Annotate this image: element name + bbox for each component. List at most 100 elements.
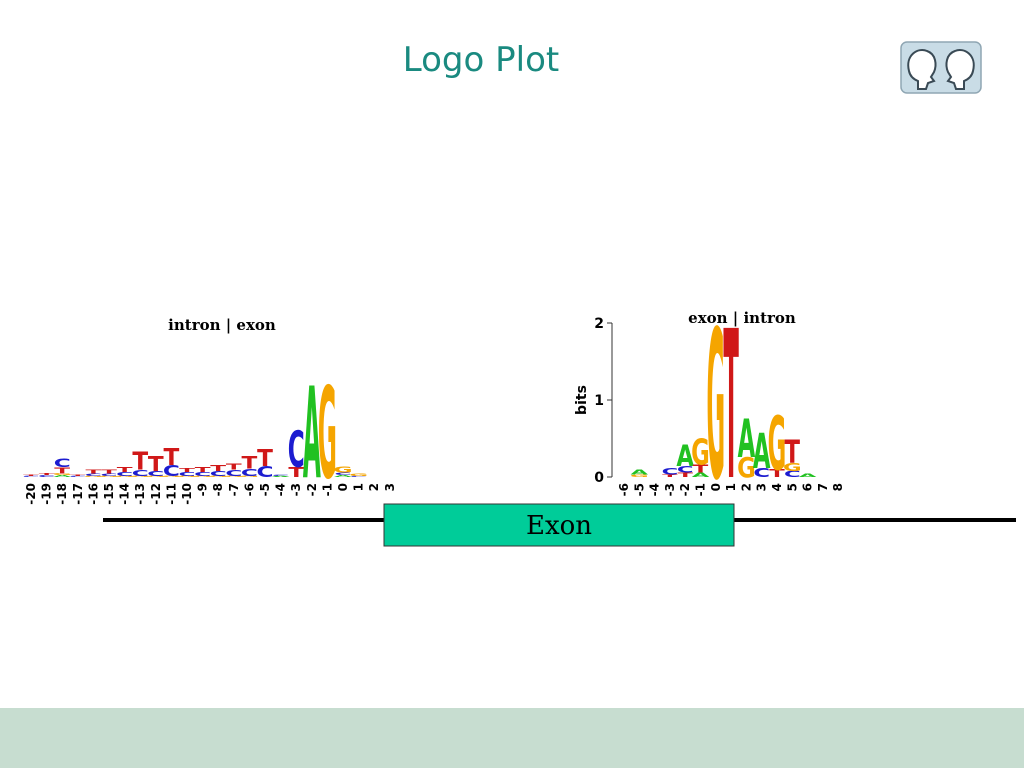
logo-letter-T: T bbox=[662, 474, 677, 478]
logo-letter-T: T bbox=[723, 300, 738, 526]
logo-letter-G: G bbox=[783, 462, 802, 474]
position-label: -15 bbox=[102, 483, 116, 505]
logo-letter-T: T bbox=[210, 464, 226, 474]
logo-letter-T: T bbox=[785, 434, 801, 471]
logo-letter-T: T bbox=[164, 444, 180, 471]
logo-letter-T: T bbox=[39, 473, 56, 476]
logo-letter-A: A bbox=[692, 471, 710, 478]
logo-letter-T: T bbox=[693, 463, 708, 475]
logo-letter-T: T bbox=[677, 471, 693, 478]
position-label: 3 bbox=[383, 483, 397, 491]
logo-letter-C: C bbox=[335, 472, 352, 476]
y-tick-label: 2 bbox=[594, 316, 604, 332]
exon-label: Exon bbox=[526, 511, 592, 541]
logo-letter-G: G bbox=[691, 432, 710, 474]
position-label: 2 bbox=[367, 483, 381, 491]
logo-letter-G: G bbox=[768, 400, 787, 487]
logo-letter-C: C bbox=[272, 474, 289, 476]
position-label: -10 bbox=[180, 483, 194, 505]
position-label: -14 bbox=[118, 483, 132, 505]
logo-letter-C: C bbox=[38, 475, 55, 478]
logo-letter-G: G bbox=[162, 475, 181, 477]
logo-letter-T: T bbox=[70, 474, 87, 476]
position-label: 1 bbox=[724, 483, 738, 491]
logo-letter-C: C bbox=[116, 471, 133, 477]
logo-letter-C: C bbox=[132, 469, 149, 479]
logo-letter-T: T bbox=[195, 466, 211, 474]
logo-letter-T: T bbox=[132, 447, 148, 476]
logo-letter-G: G bbox=[178, 475, 197, 477]
logo-letter-C: C bbox=[23, 475, 40, 477]
y-axis-label: bits bbox=[574, 385, 590, 415]
position-label: 7 bbox=[816, 483, 830, 491]
logo-letter-C: C bbox=[194, 471, 211, 477]
logo-letter-T: T bbox=[257, 445, 273, 472]
logo-letter-G: G bbox=[349, 473, 368, 477]
position-label: 0 bbox=[709, 483, 723, 491]
logo-letter-G: G bbox=[115, 475, 134, 477]
position-label: -17 bbox=[71, 483, 85, 505]
logo-letter-C: C bbox=[54, 457, 71, 470]
logo-letter-C: C bbox=[753, 466, 770, 480]
logo-letter-G: G bbox=[318, 362, 337, 508]
logo-letter-C: C bbox=[784, 470, 801, 480]
position-label: -8 bbox=[211, 483, 225, 496]
logo-letter-G: G bbox=[131, 475, 150, 477]
position-label: -12 bbox=[149, 483, 163, 505]
logo-letter-T: T bbox=[148, 453, 164, 476]
logo-letter-G: G bbox=[334, 466, 353, 476]
logo-letter-G: G bbox=[706, 300, 725, 526]
logo-letter-T: T bbox=[288, 465, 304, 481]
position-label: -7 bbox=[227, 483, 241, 496]
footer-band bbox=[0, 708, 1024, 768]
logo-letter-G: G bbox=[100, 475, 119, 477]
position-label: -3 bbox=[663, 483, 677, 496]
logo-letter-A: A bbox=[676, 440, 694, 474]
position-label: -1 bbox=[320, 483, 334, 496]
position-label: 4 bbox=[770, 483, 784, 491]
logo-letter-T: T bbox=[769, 468, 784, 480]
position-label: -4 bbox=[274, 483, 288, 496]
logo-letter-C: C bbox=[257, 463, 274, 481]
logo-letter-T: T bbox=[242, 453, 258, 473]
logo-letter-C: C bbox=[241, 467, 258, 479]
position-label: -1 bbox=[694, 483, 708, 496]
logo-letter-G: G bbox=[209, 475, 228, 477]
logo-letter-G: G bbox=[53, 473, 72, 476]
logo-letter-G: G bbox=[224, 475, 243, 477]
position-label: 8 bbox=[831, 483, 845, 491]
position-label: -16 bbox=[86, 483, 100, 505]
logo-letter-A: A bbox=[53, 475, 71, 478]
slide-title: Logo Plot bbox=[402, 40, 560, 80]
position-label: -18 bbox=[55, 483, 69, 505]
position-label: -2 bbox=[678, 483, 692, 496]
logo-letter-C: C bbox=[350, 475, 367, 477]
logo-letter-C: C bbox=[163, 462, 180, 480]
logo-letter-C: C bbox=[210, 470, 227, 478]
logo-letter-C: C bbox=[288, 422, 305, 480]
exon-box bbox=[383, 503, 735, 547]
logo-letter-A: A bbox=[738, 408, 756, 470]
logo-letter-A: A bbox=[303, 362, 321, 508]
logo-letter-C: C bbox=[662, 467, 679, 477]
logo-letter-T: T bbox=[179, 467, 196, 473]
logo-letter-C: C bbox=[147, 470, 164, 478]
position-label: 6 bbox=[801, 483, 815, 491]
logo-letter-G: G bbox=[146, 475, 165, 477]
logo-letter-T: T bbox=[226, 462, 242, 472]
logo-letter-T: T bbox=[23, 474, 40, 476]
logo-letter-A: A bbox=[272, 475, 290, 477]
position-label: -11 bbox=[164, 483, 178, 505]
position-label: -5 bbox=[632, 483, 646, 496]
logo-title: exon | intron bbox=[688, 309, 796, 327]
two-heads-icon bbox=[900, 41, 982, 94]
logo-letter-C: C bbox=[101, 473, 118, 477]
position-label: 0 bbox=[336, 483, 350, 491]
position-label: -6 bbox=[617, 483, 631, 496]
position-label: -13 bbox=[133, 483, 147, 505]
logo-letter-C: C bbox=[677, 465, 694, 475]
logo-letter-T: T bbox=[101, 469, 118, 475]
position-label: -6 bbox=[242, 483, 256, 496]
logo-exon-intron: exon | intron012bits-6-5GA-4-3TC-2TCA-1A… bbox=[574, 300, 845, 526]
logo-letter-T: T bbox=[86, 469, 103, 475]
